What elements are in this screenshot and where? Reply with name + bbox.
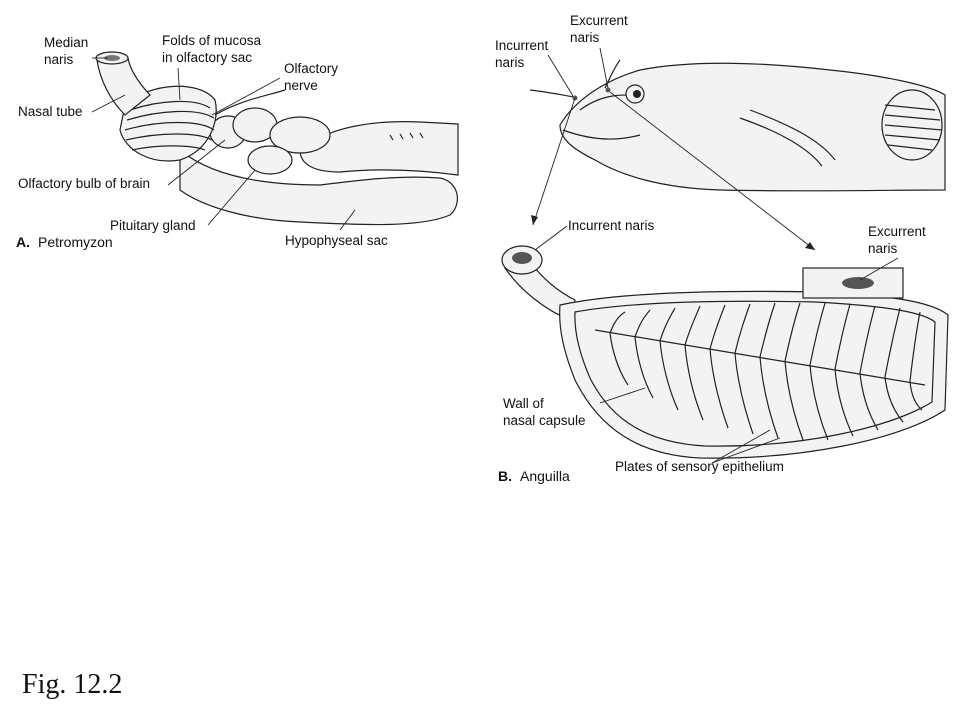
gill-line: [749, 109, 836, 161]
excurrent-naris-dot: [605, 87, 611, 93]
incurrent-naris-hole: [512, 252, 532, 264]
lamprey-body-shape: [299, 121, 459, 176]
fin-ray-lines: [884, 104, 943, 151]
leader-olfactory-nerve: [211, 77, 281, 116]
sensory-epithelium-plates: [609, 302, 923, 441]
excurrent-naris-hole: [842, 277, 874, 289]
panel-a-drawing: [95, 51, 459, 226]
arrow-to-incurrent-detail: [532, 97, 576, 226]
olfactory-sac-shape: [119, 85, 217, 162]
arrowhead: [531, 215, 538, 225]
median-naris-opening: [104, 55, 120, 61]
panel-b-nasal-capsule: [501, 245, 949, 459]
label-pituitary-gland: Pituitary gland: [110, 218, 196, 233]
leader-wall: [599, 387, 646, 404]
label-folds-of-mucosa: Folds of mucosa: [162, 33, 262, 48]
leader-incurrent-top: [547, 54, 574, 97]
leader-excurrent-top: [599, 47, 609, 89]
panel-b-leaders: [534, 225, 899, 464]
pituitary-shape: [247, 145, 293, 175]
label-folds-of-mucosa: in olfactory sac: [162, 50, 252, 65]
mucosa-fold-line: [125, 133, 213, 141]
eel-pupil: [633, 90, 641, 98]
panel-a-leaders: [91, 57, 356, 231]
panel-b-eel-head: [529, 59, 946, 192]
brain-lobe-shape: [269, 116, 331, 154]
leader-incurrent-detail: [534, 225, 568, 251]
nerve-root-marks: [389, 132, 424, 141]
panel-b-pointer-arrows: [531, 47, 816, 251]
label-excurrent-naris-detail: naris: [868, 241, 898, 256]
leader-nasal-tube: [91, 94, 126, 113]
label-excurrent-naris-top: Excurrent: [570, 13, 628, 28]
eel-mouth-line: [562, 129, 641, 140]
figure-caption: Fig. 12.2: [22, 669, 122, 700]
eel-head-shape: [559, 62, 946, 192]
label-incurrent-naris-top: naris: [495, 55, 525, 70]
panel-b-name: Anguilla: [520, 468, 570, 484]
panel-b-letter: B.: [498, 468, 512, 484]
label-wall-nasal-capsule: Wall of: [503, 396, 544, 411]
leader-excurrent-detail: [859, 257, 899, 281]
hypophyseal-sac-shape: [179, 148, 458, 226]
excurrent-flow-arrow: [604, 59, 621, 89]
label-hypophyseal-sac: Hypophyseal sac: [285, 233, 388, 248]
label-incurrent-naris-detail: Incurrent naris: [568, 218, 655, 233]
mucosa-fold-line: [124, 121, 215, 131]
label-olfactory-bulb: Olfactory bulb of brain: [18, 176, 150, 191]
label-wall-nasal-capsule: nasal capsule: [503, 413, 586, 428]
leader-folds: [177, 67, 181, 101]
label-plates-sensory-epithelium: Plates of sensory epithelium: [615, 459, 784, 474]
leader-plates: [711, 437, 781, 464]
arrow-to-excurrent-detail: [609, 91, 816, 251]
nasal-capsule-wall: [559, 290, 949, 459]
capsule-inner-wall: [574, 300, 936, 447]
label-olfactory-nerve: nerve: [284, 78, 318, 93]
panel-a-name: Petromyzon: [38, 234, 113, 250]
nasal-tube-shape: [96, 57, 151, 116]
incurrent-flow-arrow: [529, 89, 575, 98]
pectoral-fin-shape: [881, 89, 943, 161]
label-nasal-tube: Nasal tube: [18, 104, 83, 119]
label-incurrent-naris-top: Incurrent: [495, 38, 549, 53]
leader-pituitary: [207, 169, 256, 226]
mucosa-fold-line: [131, 145, 206, 151]
leader-olfactory-bulb: [167, 139, 226, 186]
mucosa-fold-line: [126, 110, 215, 121]
gill-line: [739, 117, 823, 167]
panel-a-letter: A.: [16, 234, 30, 250]
mucosa-fold-line: [129, 100, 211, 111]
arrowhead: [805, 242, 815, 250]
label-excurrent-naris-detail: Excurrent: [868, 224, 926, 239]
olfactory-nerve-line: [214, 89, 286, 116]
label-median-naris: naris: [44, 52, 74, 67]
label-median-naris: Median: [44, 35, 88, 50]
label-excurrent-naris-top: naris: [570, 30, 600, 45]
leader-hypophyseal-sac: [339, 209, 356, 231]
leader-plates: [711, 429, 771, 464]
label-olfactory-nerve: Olfactory: [284, 61, 338, 76]
